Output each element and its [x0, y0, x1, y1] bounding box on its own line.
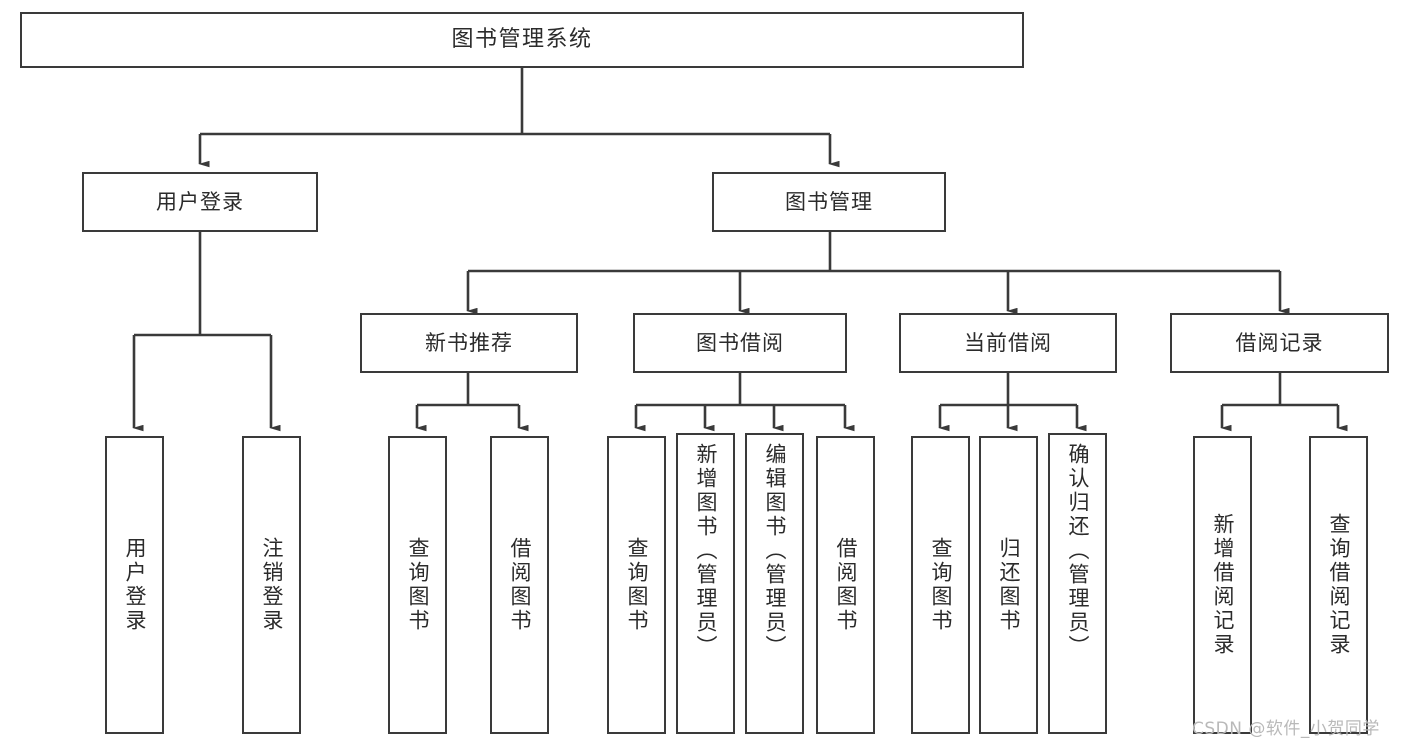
node-user-login[interactable]: 用户登录: [82, 172, 318, 232]
node-label: 用户登录: [156, 189, 244, 214]
node-book-borrow[interactable]: 图书借阅: [633, 313, 847, 373]
csdn-watermark: CSDN @软件_小贺同学: [1192, 719, 1380, 739]
leaf-user-login-logout[interactable]: 注销登录: [242, 436, 301, 734]
node-borrow-record[interactable]: 借阅记录: [1170, 313, 1389, 373]
leaf-borrow-record-query-record[interactable]: 查询借阅记录: [1309, 436, 1368, 734]
node-label: 注销登录: [260, 537, 284, 633]
node-label: 确认归还（管理员）: [1066, 443, 1090, 659]
leaf-book-borrow-add-book-admin[interactable]: 新增图书（管理员）: [676, 433, 735, 734]
node-label: 当前借阅: [964, 330, 1052, 355]
leaf-current-borrow-confirm-return-admin[interactable]: 确认归还（管理员）: [1048, 433, 1107, 734]
leaf-book-borrow-borrow-book[interactable]: 借阅图书: [816, 436, 875, 734]
leaf-book-borrow-query-book[interactable]: 查询图书: [607, 436, 666, 734]
node-label: 借阅图书: [834, 537, 858, 633]
leaf-borrow-record-add-record[interactable]: 新增借阅记录: [1193, 436, 1252, 734]
node-current-borrow[interactable]: 当前借阅: [899, 313, 1117, 373]
node-label: 归还图书: [997, 537, 1021, 633]
node-label: 查询图书: [406, 537, 430, 633]
node-label: 新增图书（管理员）: [694, 443, 718, 659]
leaf-user-login-login[interactable]: 用户登录: [105, 436, 164, 734]
node-root-system[interactable]: 图书管理系统: [20, 12, 1024, 68]
node-label: 查询图书: [625, 537, 649, 633]
node-label: 新增借阅记录: [1211, 513, 1235, 657]
node-book-management[interactable]: 图书管理: [712, 172, 946, 232]
node-label: 借阅记录: [1235, 330, 1324, 355]
leaf-new-book-query-book[interactable]: 查询图书: [388, 436, 447, 734]
node-label: 查询借阅记录: [1327, 513, 1351, 657]
node-label: 编辑图书（管理员）: [763, 443, 787, 659]
leaf-book-borrow-edit-book-admin[interactable]: 编辑图书（管理员）: [745, 433, 804, 734]
node-new-book-recommend[interactable]: 新书推荐: [360, 313, 578, 373]
leaf-current-borrow-return-book[interactable]: 归还图书: [979, 436, 1038, 734]
node-label: 借阅图书: [508, 537, 532, 633]
leaf-current-borrow-query-book[interactable]: 查询图书: [911, 436, 970, 734]
node-label: 用户登录: [123, 537, 147, 633]
leaf-new-book-borrow-book[interactable]: 借阅图书: [490, 436, 549, 734]
node-label: 图书管理: [785, 189, 873, 214]
node-label: 新书推荐: [425, 330, 513, 355]
node-label: 图书借阅: [696, 330, 784, 355]
node-label: 查询图书: [929, 537, 953, 633]
node-label: 图书管理系统: [451, 27, 593, 53]
